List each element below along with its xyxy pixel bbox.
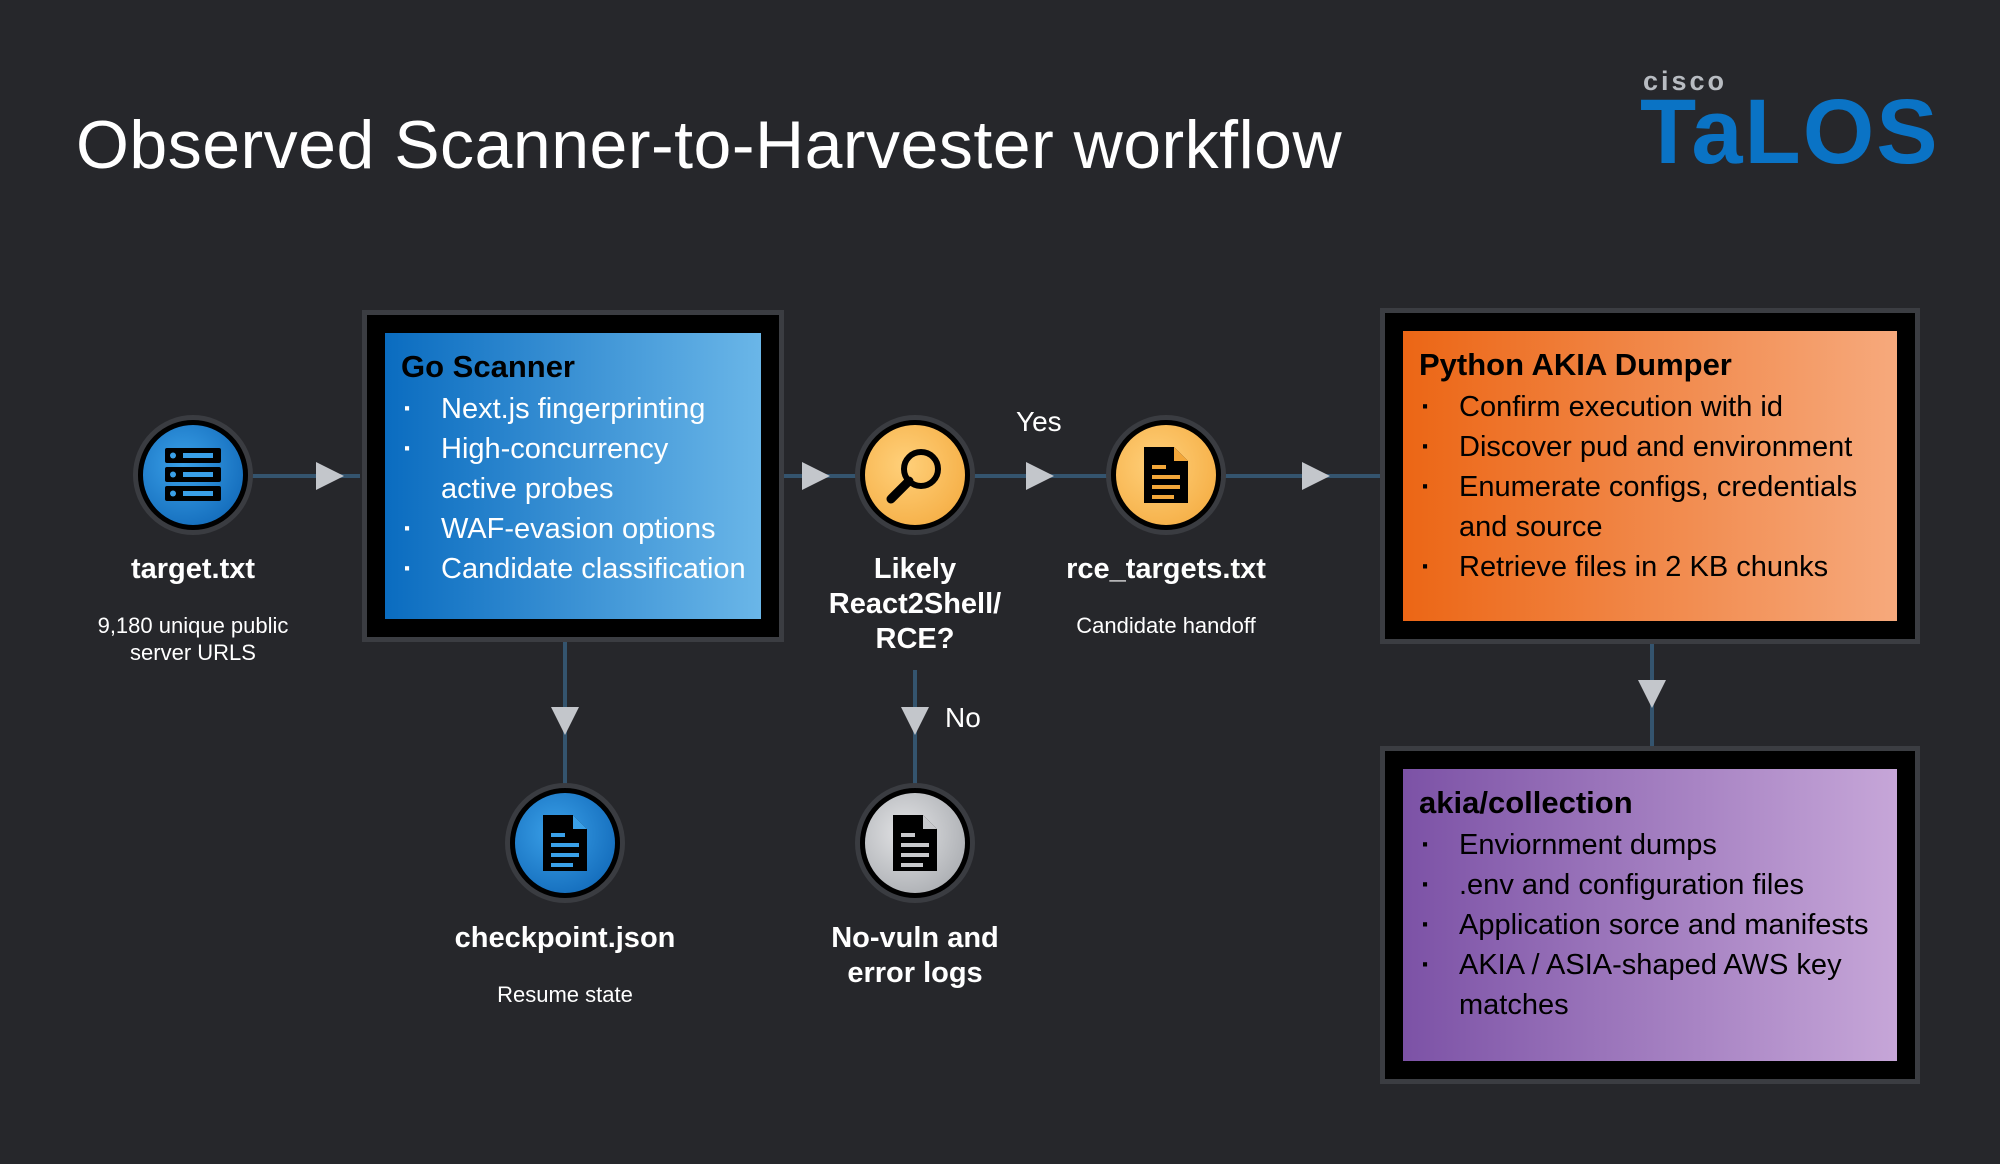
connector-target-to-scanner bbox=[250, 474, 360, 478]
novuln-label: No-vuln and error logs bbox=[831, 922, 999, 989]
rce-sub: Candidate handoff bbox=[1076, 613, 1256, 638]
go-scanner-list: Next.js fingerprinting High-concurrency … bbox=[401, 389, 747, 589]
server-icon bbox=[165, 448, 221, 501]
list-item: .env and configuration files bbox=[1419, 865, 1883, 905]
brand-talos-logo: TaLOS bbox=[1640, 81, 1940, 183]
list-item: Next.js fingerprinting bbox=[401, 389, 747, 429]
novuln-node-circle bbox=[860, 788, 970, 898]
python-dumper-list: Confirm execution with id Discover pud a… bbox=[1419, 387, 1883, 587]
document-icon bbox=[1144, 447, 1188, 503]
list-item: Enviornment dumps bbox=[1419, 825, 1883, 865]
document-icon bbox=[543, 815, 587, 871]
collection-list: Enviornment dumps .env and configuration… bbox=[1419, 825, 1883, 1025]
list-item: Application sorce and manifests bbox=[1419, 905, 1883, 945]
go-scanner-box: Go Scanner Next.js fingerprinting High-c… bbox=[362, 310, 784, 642]
edge-label-no: No bbox=[945, 702, 981, 733]
target-node-circle bbox=[138, 420, 248, 530]
arrow-rce-to-dumper bbox=[1302, 462, 1330, 490]
list-item: Retrieve files in 2 KB chunks bbox=[1419, 547, 1883, 587]
magnifier-icon bbox=[886, 449, 941, 504]
decision-node-circle bbox=[860, 420, 970, 530]
arrow-decision-to-novuln bbox=[901, 707, 929, 735]
list-item: High-concurrency active probes bbox=[401, 429, 747, 509]
python-dumper-box: Python AKIA Dumper Confirm execution wit… bbox=[1380, 308, 1920, 644]
arrow-target-to-scanner bbox=[316, 462, 344, 490]
python-dumper-title: Python AKIA Dumper bbox=[1419, 347, 1732, 382]
document-icon bbox=[893, 815, 937, 871]
rce-label: rce_targets.txt bbox=[1066, 553, 1266, 585]
rce-node-circle bbox=[1111, 420, 1221, 530]
list-item: Discover pud and environment bbox=[1419, 427, 1883, 467]
checkpoint-sub: Resume state bbox=[497, 982, 633, 1007]
decision-label: Likely React2Shell/ RCE? bbox=[828, 553, 1002, 655]
page-title: Observed Scanner-to-Harvester workflow bbox=[76, 107, 1343, 183]
target-sub: 9,180 unique public server URLS bbox=[97, 613, 289, 665]
brand-cisco-label: cisco bbox=[1643, 66, 1728, 96]
arrow-decision-to-rce bbox=[1026, 462, 1054, 490]
list-item: Confirm execution with id bbox=[1419, 387, 1883, 427]
checkpoint-label: checkpoint.json bbox=[454, 922, 676, 954]
connector-rce-to-dumper bbox=[1220, 474, 1382, 478]
list-item: Enumerate configs, credentials and sourc… bbox=[1419, 467, 1883, 547]
go-scanner-title: Go Scanner bbox=[401, 349, 575, 384]
list-item: Candidate classification bbox=[401, 549, 747, 589]
arrow-scanner-to-checkpoint bbox=[551, 707, 579, 735]
collection-title: akia/collection bbox=[1419, 785, 1633, 820]
target-label: target.txt bbox=[130, 553, 256, 585]
list-item: WAF-evasion options bbox=[401, 509, 747, 549]
list-item: AKIA / ASIA-shaped AWS key matches bbox=[1419, 945, 1883, 1025]
collection-box: akia/collection Enviornment dumps .env a… bbox=[1380, 746, 1920, 1084]
edge-label-yes: Yes bbox=[1016, 406, 1062, 437]
arrow-dumper-to-collection bbox=[1638, 680, 1666, 708]
arrow-scanner-to-decision bbox=[802, 462, 830, 490]
checkpoint-node-circle bbox=[510, 788, 620, 898]
